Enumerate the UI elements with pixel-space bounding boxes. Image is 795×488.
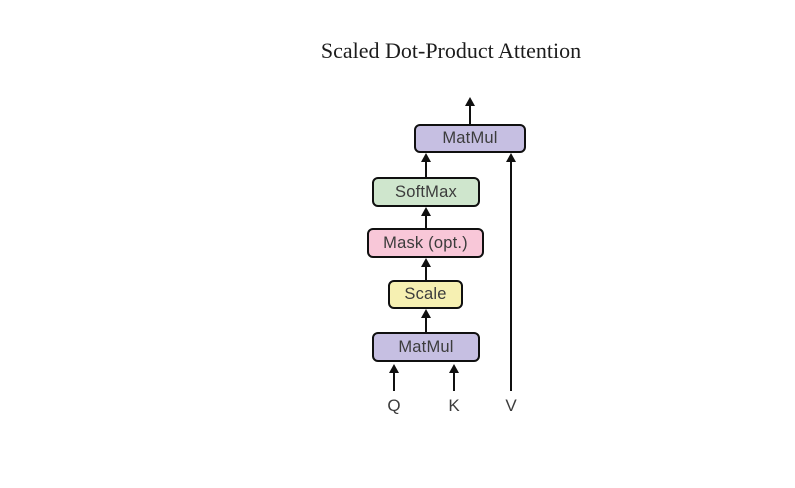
- block-matmul-bottom: MatMul: [372, 332, 480, 362]
- block-matmul-top: MatMul: [414, 124, 526, 153]
- block-scale: Scale: [388, 280, 463, 309]
- arrow-softmax-to-matmul: [421, 153, 431, 177]
- input-label-q: Q: [387, 396, 401, 415]
- output-arrow: [465, 97, 475, 124]
- input-label-k: K: [448, 396, 460, 415]
- arrow-mask-to-softmax: [421, 207, 431, 228]
- block-softmax: SoftMax: [372, 177, 480, 207]
- arrow-matmul-to-scale: [421, 309, 431, 332]
- arrow-input-q: [389, 364, 399, 391]
- input-label-v: V: [505, 396, 517, 415]
- arrow-input-v: [506, 153, 516, 391]
- arrow-input-k: [449, 364, 459, 391]
- arrow-scale-to-mask: [421, 258, 431, 280]
- block-mask-opt: Mask (opt.): [367, 228, 484, 258]
- diagram-title: Scaled Dot-Product Attention: [320, 38, 582, 63]
